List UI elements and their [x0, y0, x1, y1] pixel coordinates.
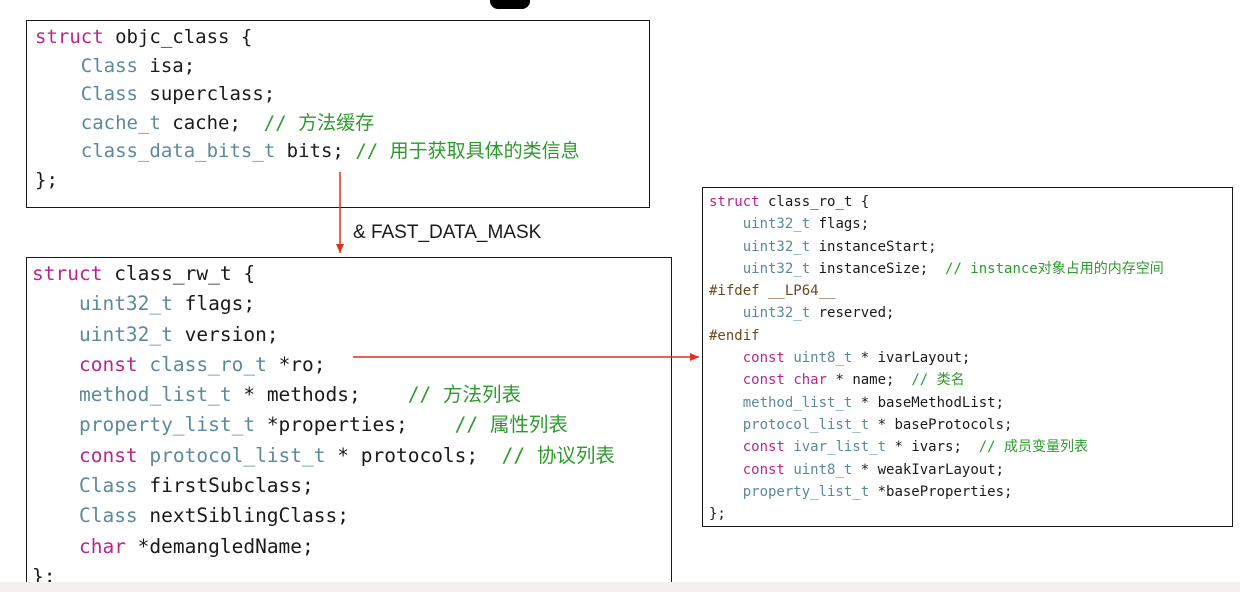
code-line: class_data_bits_t bits; // 用于获取具体的类信息	[80, 140, 580, 162]
code-line: Class nextSiblingClass;	[78, 504, 349, 528]
objc-class-box: struct objc_class { Class isa; Class sup…	[26, 20, 650, 208]
code-line: struct class_rw_t {	[32, 262, 256, 285]
code-line: property_list_t *baseProperties;	[742, 483, 1013, 500]
code-line: uint32_t version;	[78, 322, 279, 346]
code-line: struct class_ro_t {	[709, 194, 870, 210]
objc-class-code: struct objc_class { Class isa; Class sup…	[27, 21, 580, 194]
code-line: protocol_list_t * baseProtocols;	[742, 416, 1013, 433]
code-line: property_list_t *properties; // 属性列表	[78, 413, 568, 437]
code-line: const uint8_t * weakIvarLayout;	[742, 461, 1005, 478]
code-line: cache_t cache; // 方法缓存	[80, 111, 375, 134]
code-line: Class firstSubclass;	[78, 474, 314, 498]
code-line: uint32_t flags;	[742, 216, 870, 233]
bottom-strip	[0, 582, 1240, 592]
code-line: uint32_t reserved;	[742, 305, 895, 322]
code-line: };	[35, 168, 58, 191]
code-line: const protocol_list_t * protocols; // 协议…	[78, 443, 615, 467]
fast-data-mask-label: & FAST_DATA_MASK	[353, 222, 542, 243]
title-fragment	[490, 0, 530, 9]
code-line: const class_ro_t *ro;	[78, 352, 326, 376]
code-line: Class isa;	[80, 54, 196, 77]
code-line: char *demangledName;	[78, 534, 314, 558]
class-ro-t-code: struct class_ro_t { uint32_t flags; uint…	[703, 188, 1164, 525]
code-line: #endif	[709, 327, 760, 344]
code-line: uint32_t instanceSize; // instance对象占用的内…	[742, 260, 1164, 277]
class-rw-t-box: struct class_rw_t { uint32_t flags; uint…	[26, 257, 672, 588]
code-line: const ivar_list_t * ivars; // 成员变量列表	[742, 439, 1089, 456]
code-line: const char * name; // 类名	[742, 372, 965, 389]
code-line: Class superclass;	[80, 83, 276, 105]
code-line: uint32_t instanceStart;	[742, 238, 937, 255]
code-line: };	[709, 506, 726, 523]
code-line: #ifdef __LP64__	[709, 283, 836, 300]
class-ro-t-box: struct class_ro_t { uint32_t flags; uint…	[702, 187, 1233, 527]
code-line: method_list_t * baseMethodList;	[742, 394, 1005, 411]
code-line: uint32_t flags;	[78, 292, 256, 316]
code-line: method_list_t * methods; // 方法列表	[78, 383, 521, 407]
code-line: const uint8_t * ivarLayout;	[742, 350, 971, 367]
code-line: struct objc_class {	[35, 26, 253, 48]
